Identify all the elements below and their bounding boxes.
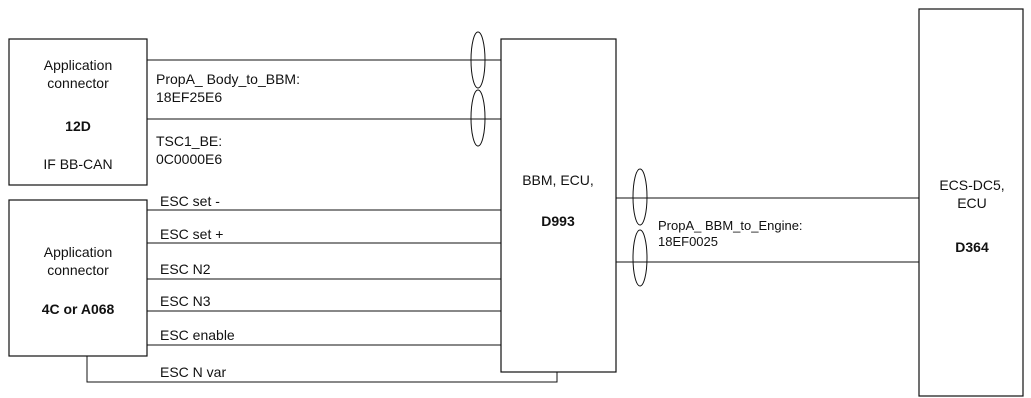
application-connector-4c-box (8, 199, 148, 357)
connector-4c-id: 4C or A068 (42, 301, 115, 317)
connector-12d-id: 12D (65, 118, 91, 134)
ecs-ecu-box (918, 8, 1024, 397)
connector-4c-label-line2: connector (47, 262, 109, 278)
application-connector-12d-box (8, 38, 148, 186)
bbm-ecu-box (500, 38, 617, 373)
connector-4c-label-line1: Application (44, 244, 113, 260)
bbm-ecu-id: D993 (541, 213, 575, 229)
esc-n-var-wire (86, 356, 558, 383)
propa-bbm-to-engine-id: 18EF0025 (658, 234, 718, 249)
propa-bbm-to-engine-name: PropA_ BBM_to_Engine: (658, 218, 803, 233)
esc-set-minus-label: ESC set - (160, 193, 220, 209)
esc-n-var-label: ESC N var (160, 364, 226, 380)
connector-12d-label-line2: connector (47, 75, 109, 91)
twisted-pair-marker (632, 229, 648, 287)
twisted-pair-marker (470, 89, 486, 147)
esc-enable-label: ESC enable (160, 327, 235, 343)
twisted-pair-marker (470, 31, 486, 89)
esc-set-plus-label: ESC set + (160, 226, 223, 242)
connector-12d-interface: IF BB-CAN (43, 156, 112, 172)
connector-12d-label-line1: Application (44, 57, 113, 73)
tsc1-be-id: 0C0000E6 (156, 151, 222, 167)
ecs-ecu-label-line2: ECU (957, 195, 987, 211)
bbm-ecu-label: BBM, ECU, (522, 172, 594, 188)
twisted-pair-marker (632, 168, 648, 226)
propa-body-to-bbm-name: PropA_ Body_to_BBM: (156, 71, 300, 87)
ecs-ecu-label-line1: ECS-DC5, (939, 177, 1004, 193)
tsc1-be-name: TSC1_BE: (156, 133, 222, 149)
esc-n3-label: ESC N3 (160, 293, 211, 309)
esc-n2-label: ESC N2 (160, 261, 211, 277)
ecs-ecu-id: D364 (955, 239, 989, 255)
propa-body-to-bbm-id: 18EF25E6 (156, 89, 222, 105)
